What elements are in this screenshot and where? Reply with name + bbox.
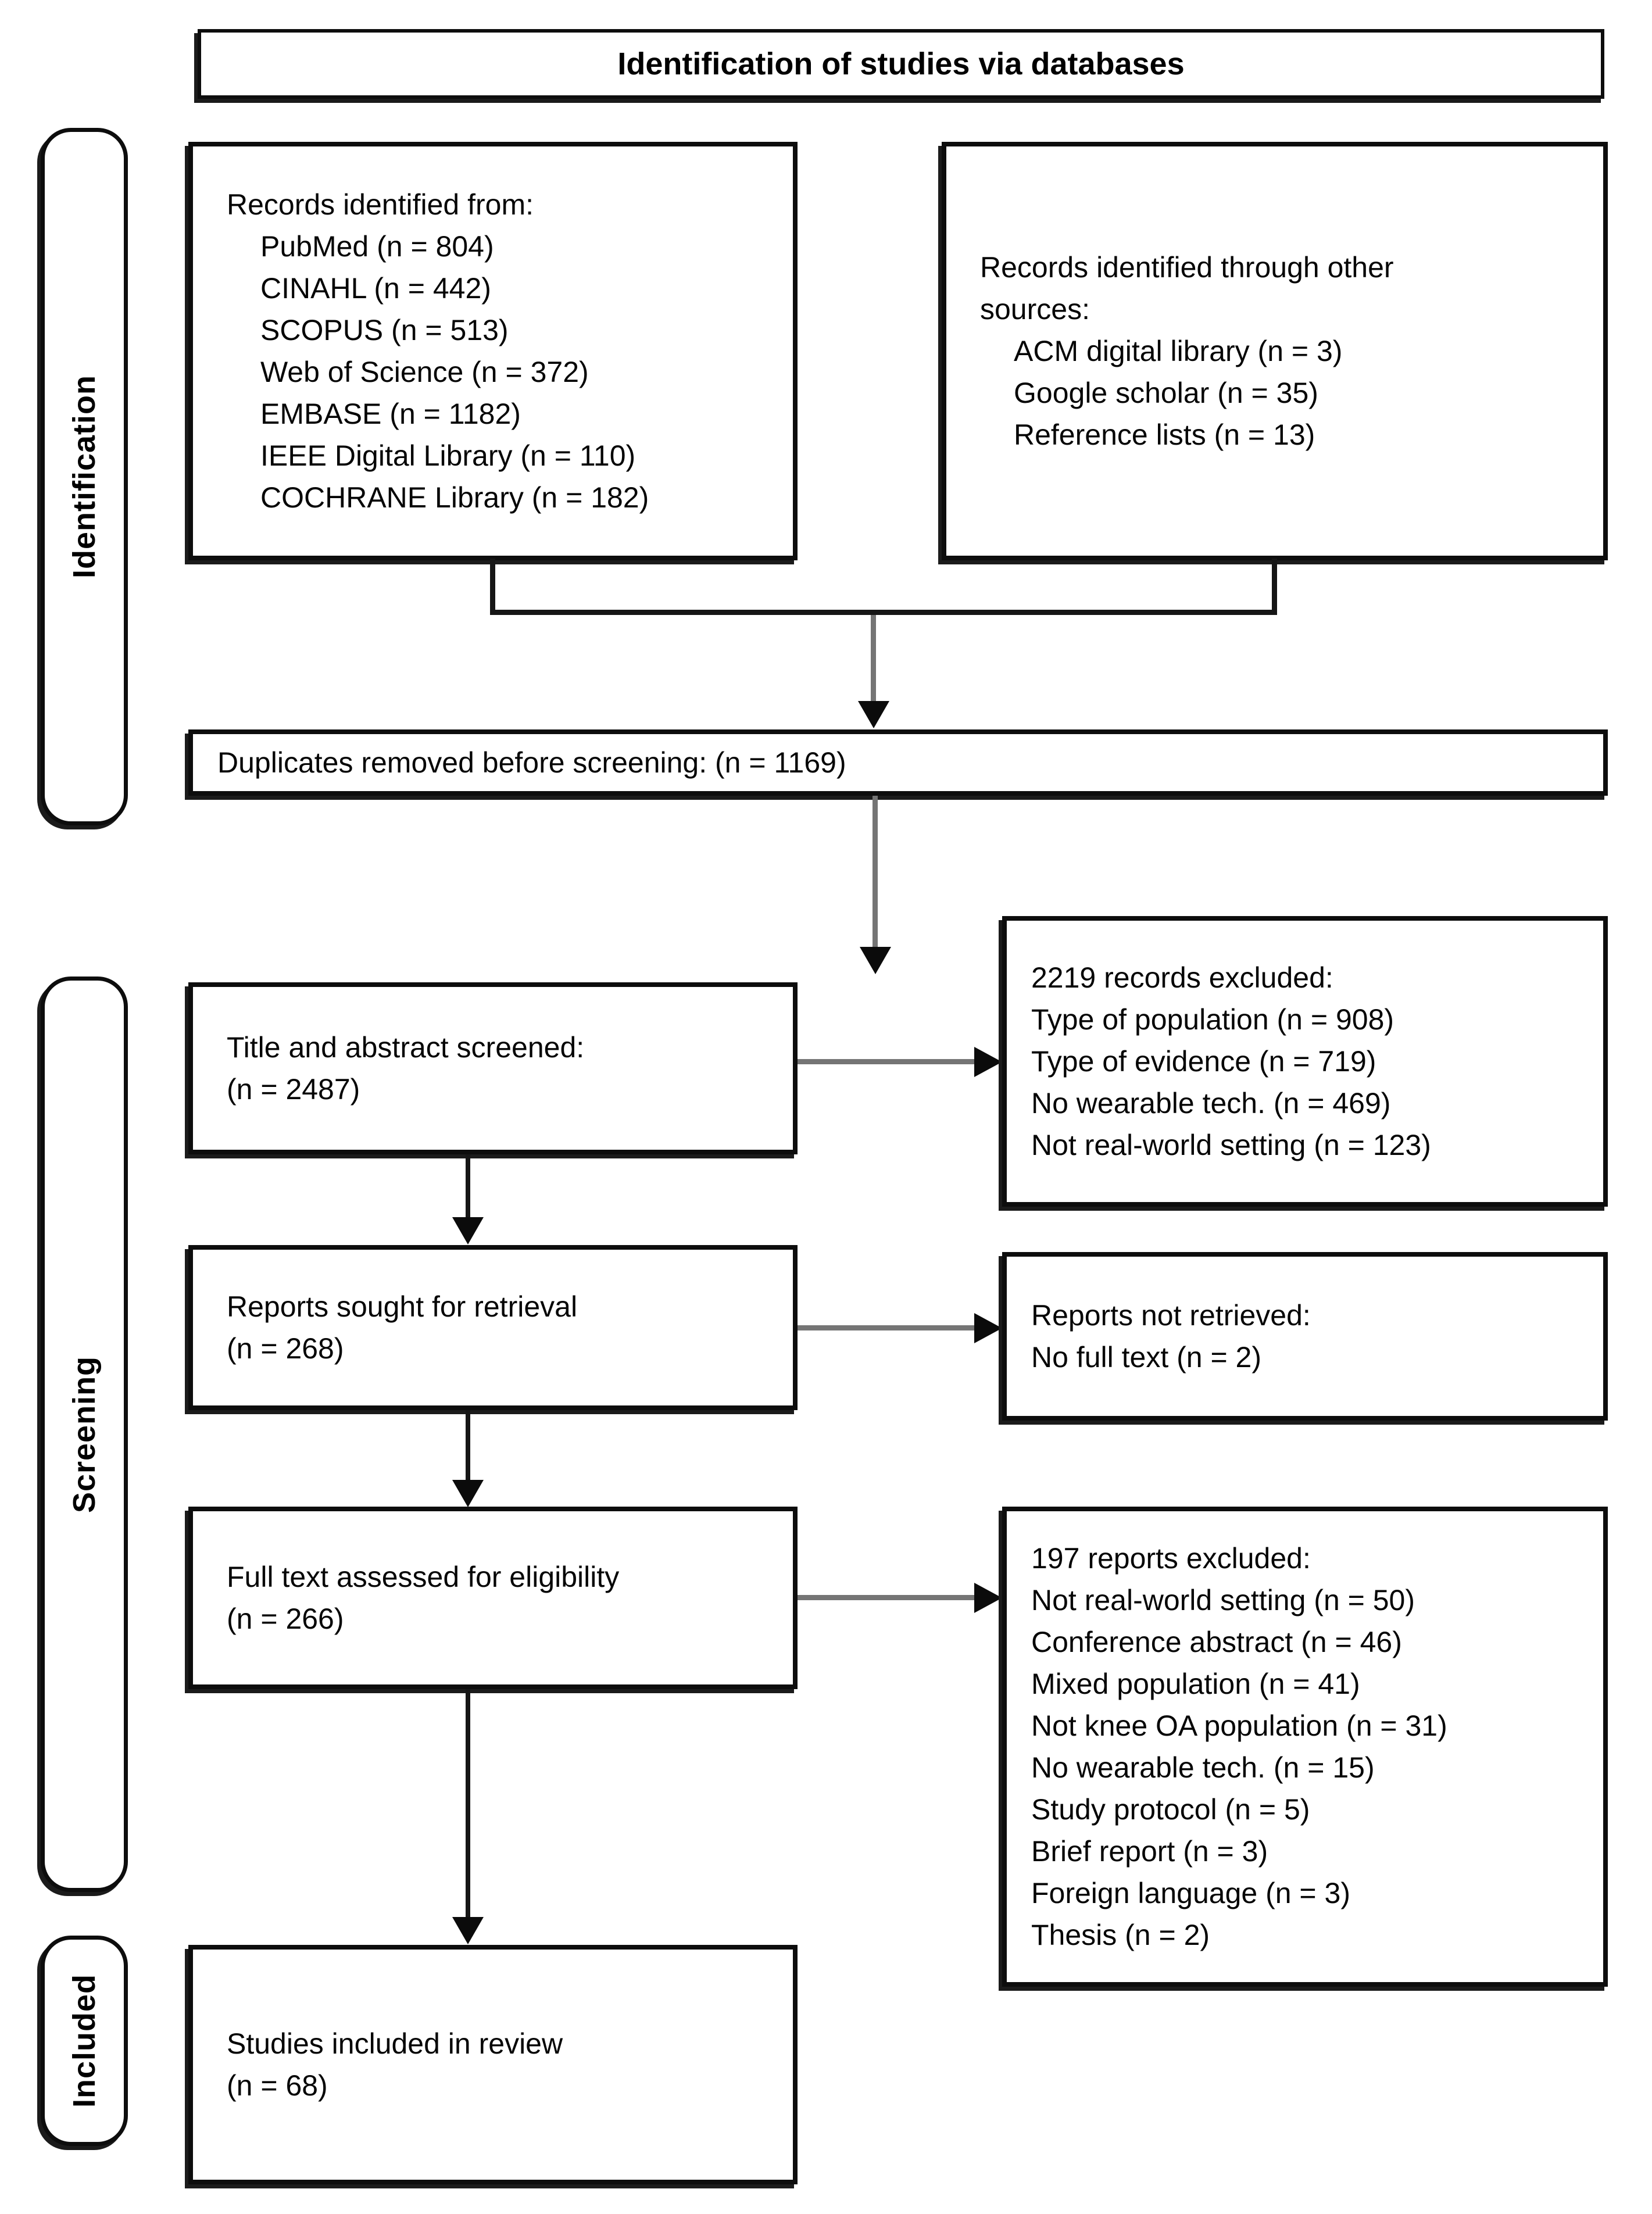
duplicates-removed-text: Duplicates removed before screening: (n …	[217, 746, 846, 779]
stage-label-identification: Identification	[41, 128, 128, 825]
included-line2: (n = 68)	[227, 2069, 328, 2102]
arrow-fulltext-to-excluded-head	[974, 1583, 1002, 1613]
bracket-left-stub	[490, 559, 495, 615]
arrow-retrieval-to-notretrieved-line	[798, 1325, 977, 1330]
records-db-item: COCHRANE Library (n = 182)	[260, 481, 649, 514]
screened-line1: Title and abstract screened:	[227, 1031, 585, 1064]
records-other-item: Reference lists (n = 13)	[1014, 419, 1315, 451]
box-duplicates-removed: Duplicates removed before screening: (n …	[188, 729, 1608, 796]
records-db-item: IEEE Digital Library (n = 110)	[260, 439, 636, 472]
records-other-item: Google scholar (n = 35)	[1014, 377, 1318, 409]
included-line1: Studies included in review	[227, 2027, 563, 2060]
stage-label-identification-text: Identification	[67, 375, 102, 578]
box-reports-not-retrieved: Reports not retrieved: No full text (n =…	[1002, 1252, 1608, 1421]
arrow-fulltext-to-excluded-line	[798, 1595, 977, 1600]
records-databases-heading: Records identified from:	[227, 188, 534, 221]
box-reports-excluded: 197 reports excluded: Not real-world set…	[1002, 1507, 1608, 1987]
records-excluded-item: Type of evidence (n = 719)	[1031, 1045, 1376, 1078]
records-other-heading: Records identified through other sources…	[980, 251, 1394, 326]
arrow-retrieval-to-notretrieved-head	[974, 1313, 1002, 1343]
records-db-item: Web of Science (n = 372)	[260, 356, 589, 388]
diagram-title: Identification of studies via databases	[617, 47, 1185, 81]
box-records-other-sources: Records identified through other sources…	[942, 142, 1608, 560]
records-excluded-item: No wearable tech. (n = 469)	[1031, 1087, 1391, 1119]
records-excluded-item: Not real-world setting (n = 123)	[1031, 1129, 1431, 1161]
reports-excluded-item: Thesis (n = 2)	[1031, 1919, 1210, 1951]
fulltext-line1: Full text assessed for eligibility	[227, 1561, 620, 1593]
records-other-item: ACM digital library (n = 3)	[1014, 335, 1343, 367]
arrow-duplicates-to-screening-line	[873, 796, 878, 948]
arrow-retrieval-to-fulltext-line	[466, 1410, 470, 1482]
arrow-merge-to-duplicates-head	[858, 701, 889, 728]
reports-excluded-item: Mixed population (n = 41)	[1031, 1668, 1360, 1700]
screened-line2: (n = 2487)	[227, 1073, 360, 1106]
arrow-screened-to-retrieval-line	[466, 1154, 470, 1219]
arrow-retrieval-to-fulltext-head	[452, 1480, 484, 1507]
reports-excluded-item: Conference abstract (n = 46)	[1031, 1626, 1402, 1658]
reports-excluded-item: Brief report (n = 3)	[1031, 1835, 1268, 1868]
arrow-fulltext-to-included-line	[466, 1689, 470, 1918]
arrow-screened-to-retrieval-head	[452, 1217, 484, 1244]
arrow-screened-to-excluded-line	[798, 1059, 977, 1064]
fulltext-line2: (n = 266)	[227, 1603, 344, 1635]
bracket-horizontal	[490, 610, 1277, 615]
box-records-excluded: 2219 records excluded: Type of populatio…	[1002, 916, 1608, 1207]
arrow-merge-to-duplicates-line	[871, 615, 876, 703]
box-records-databases: Records identified from: PubMed (n = 804…	[188, 142, 798, 560]
stage-label-screening-text: Screening	[67, 1355, 102, 1513]
stage-label-included-text: Included	[67, 1973, 102, 2108]
reports-excluded-item: No wearable tech. (n = 15)	[1031, 1751, 1375, 1784]
not-retrieved-line1: Reports not retrieved:	[1031, 1299, 1311, 1332]
arrow-fulltext-to-included-head	[452, 1917, 484, 1944]
records-db-item: PubMed (n = 804)	[260, 230, 494, 263]
bracket-right-stub	[1272, 559, 1277, 615]
records-db-item: CINAHL (n = 442)	[260, 272, 491, 305]
stage-label-screening: Screening	[41, 977, 128, 1892]
retrieval-line2: (n = 268)	[227, 1332, 344, 1365]
records-excluded-item: Type of population (n = 908)	[1031, 1003, 1394, 1036]
stage-label-included: Included	[41, 1936, 128, 2146]
box-title-abstract-screened: Title and abstract screened: (n = 2487)	[188, 982, 798, 1154]
box-studies-included: Studies included in review (n = 68)	[188, 1945, 798, 2184]
reports-excluded-item: Not knee OA population (n = 31)	[1031, 1709, 1447, 1742]
box-reports-sought: Reports sought for retrieval (n = 268)	[188, 1245, 798, 1410]
reports-excluded-item: Study protocol (n = 5)	[1031, 1793, 1310, 1826]
records-db-item: EMBASE (n = 1182)	[260, 398, 521, 430]
box-fulltext-assessed: Full text assessed for eligibility (n = …	[188, 1507, 798, 1689]
not-retrieved-line2: No full text (n = 2)	[1031, 1341, 1261, 1374]
reports-excluded-heading: 197 reports excluded:	[1031, 1542, 1311, 1575]
arrow-duplicates-to-screening-head	[860, 947, 891, 974]
header-box: Identification of studies via databases	[198, 29, 1604, 99]
records-excluded-heading: 2219 records excluded:	[1031, 961, 1333, 994]
reports-excluded-item: Foreign language (n = 3)	[1031, 1877, 1350, 1909]
reports-excluded-item: Not real-world setting (n = 50)	[1031, 1584, 1415, 1616]
arrow-screened-to-excluded-head	[974, 1047, 1002, 1077]
records-db-item: SCOPUS (n = 513)	[260, 314, 509, 346]
retrieval-line1: Reports sought for retrieval	[227, 1290, 578, 1323]
